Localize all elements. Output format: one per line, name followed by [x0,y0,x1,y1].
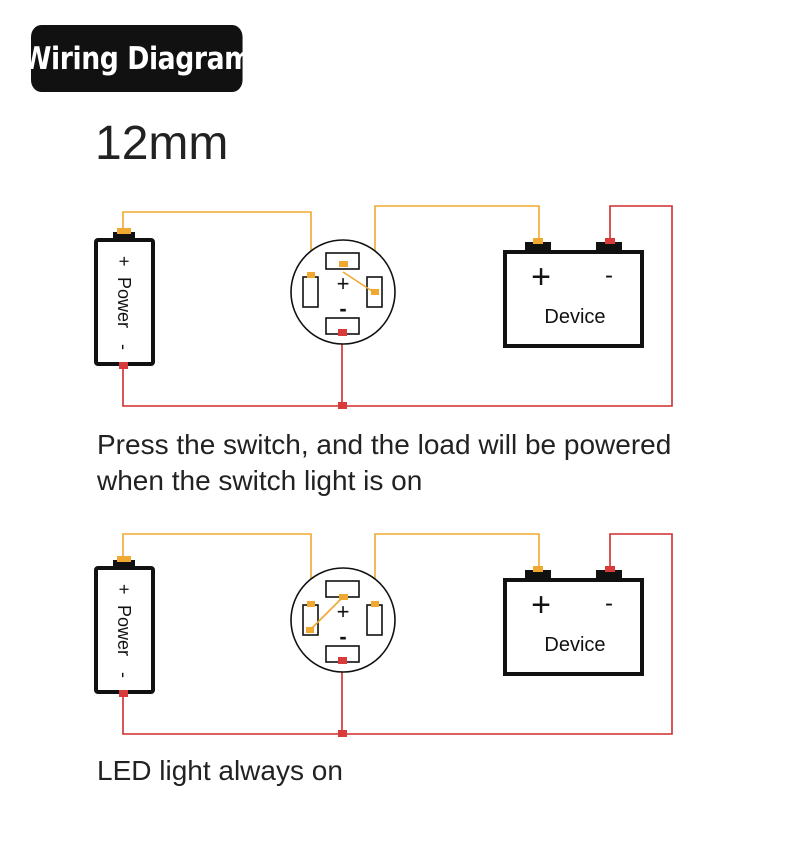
wire-power-positive [122,211,312,273]
power-label: Power [114,277,134,328]
switch-minus-label: - [339,296,346,321]
power-label: Power [114,605,134,656]
wire-junction [338,402,347,409]
switch: + - [290,239,396,345]
device-minus-label: - [605,590,613,617]
size-title: 12mm [95,117,229,170]
device-plus-label: + [531,258,551,296]
power-battery: + Power - [94,228,155,369]
wire-device-negative [122,205,673,407]
switch-internal-link [342,271,376,294]
wiring-diagram-1: + Power - + - + - Device [94,205,673,409]
caption-1-line-2: when the switch light is on [97,465,423,497]
wires [122,205,673,407]
caption-1: Press the switch, and the load will be p… [97,427,671,500]
switch-internal-link [309,596,344,631]
switch: + - [290,567,396,673]
caption-2: LED light always on [97,753,343,789]
wire-switch-to-device-positive [374,205,540,273]
wire-power-positive [122,533,312,603]
power-plus-label: + [114,584,134,595]
wires [122,533,673,735]
wire-device-negative [122,533,673,735]
wire-junction [338,730,347,737]
switch-minus-label: - [339,624,346,649]
wiring-diagram-2: + Power - + - + - Device [94,533,673,737]
power-minus-label: - [114,344,134,350]
wire-switch-to-device-positive [374,533,540,603]
device-label: Device [544,306,605,328]
device-plus-label: + [531,586,551,624]
power-minus-label: - [114,672,134,678]
wiring-diagram-badge: Wiring Diagram [22,25,252,92]
device-minus-label: - [605,262,613,289]
device: + - Device [503,238,644,348]
power-plus-label: + [114,256,134,267]
switch-plus-label: + [337,599,350,624]
caption-1-line-1: Press the switch, and the load will be p… [97,429,672,460]
switch-plus-label: + [337,271,350,296]
caption-2-line-1: LED light always on [97,755,343,786]
device-label: Device [544,634,605,656]
power-battery: + Power - [94,556,155,697]
device: + - Device [503,566,644,676]
